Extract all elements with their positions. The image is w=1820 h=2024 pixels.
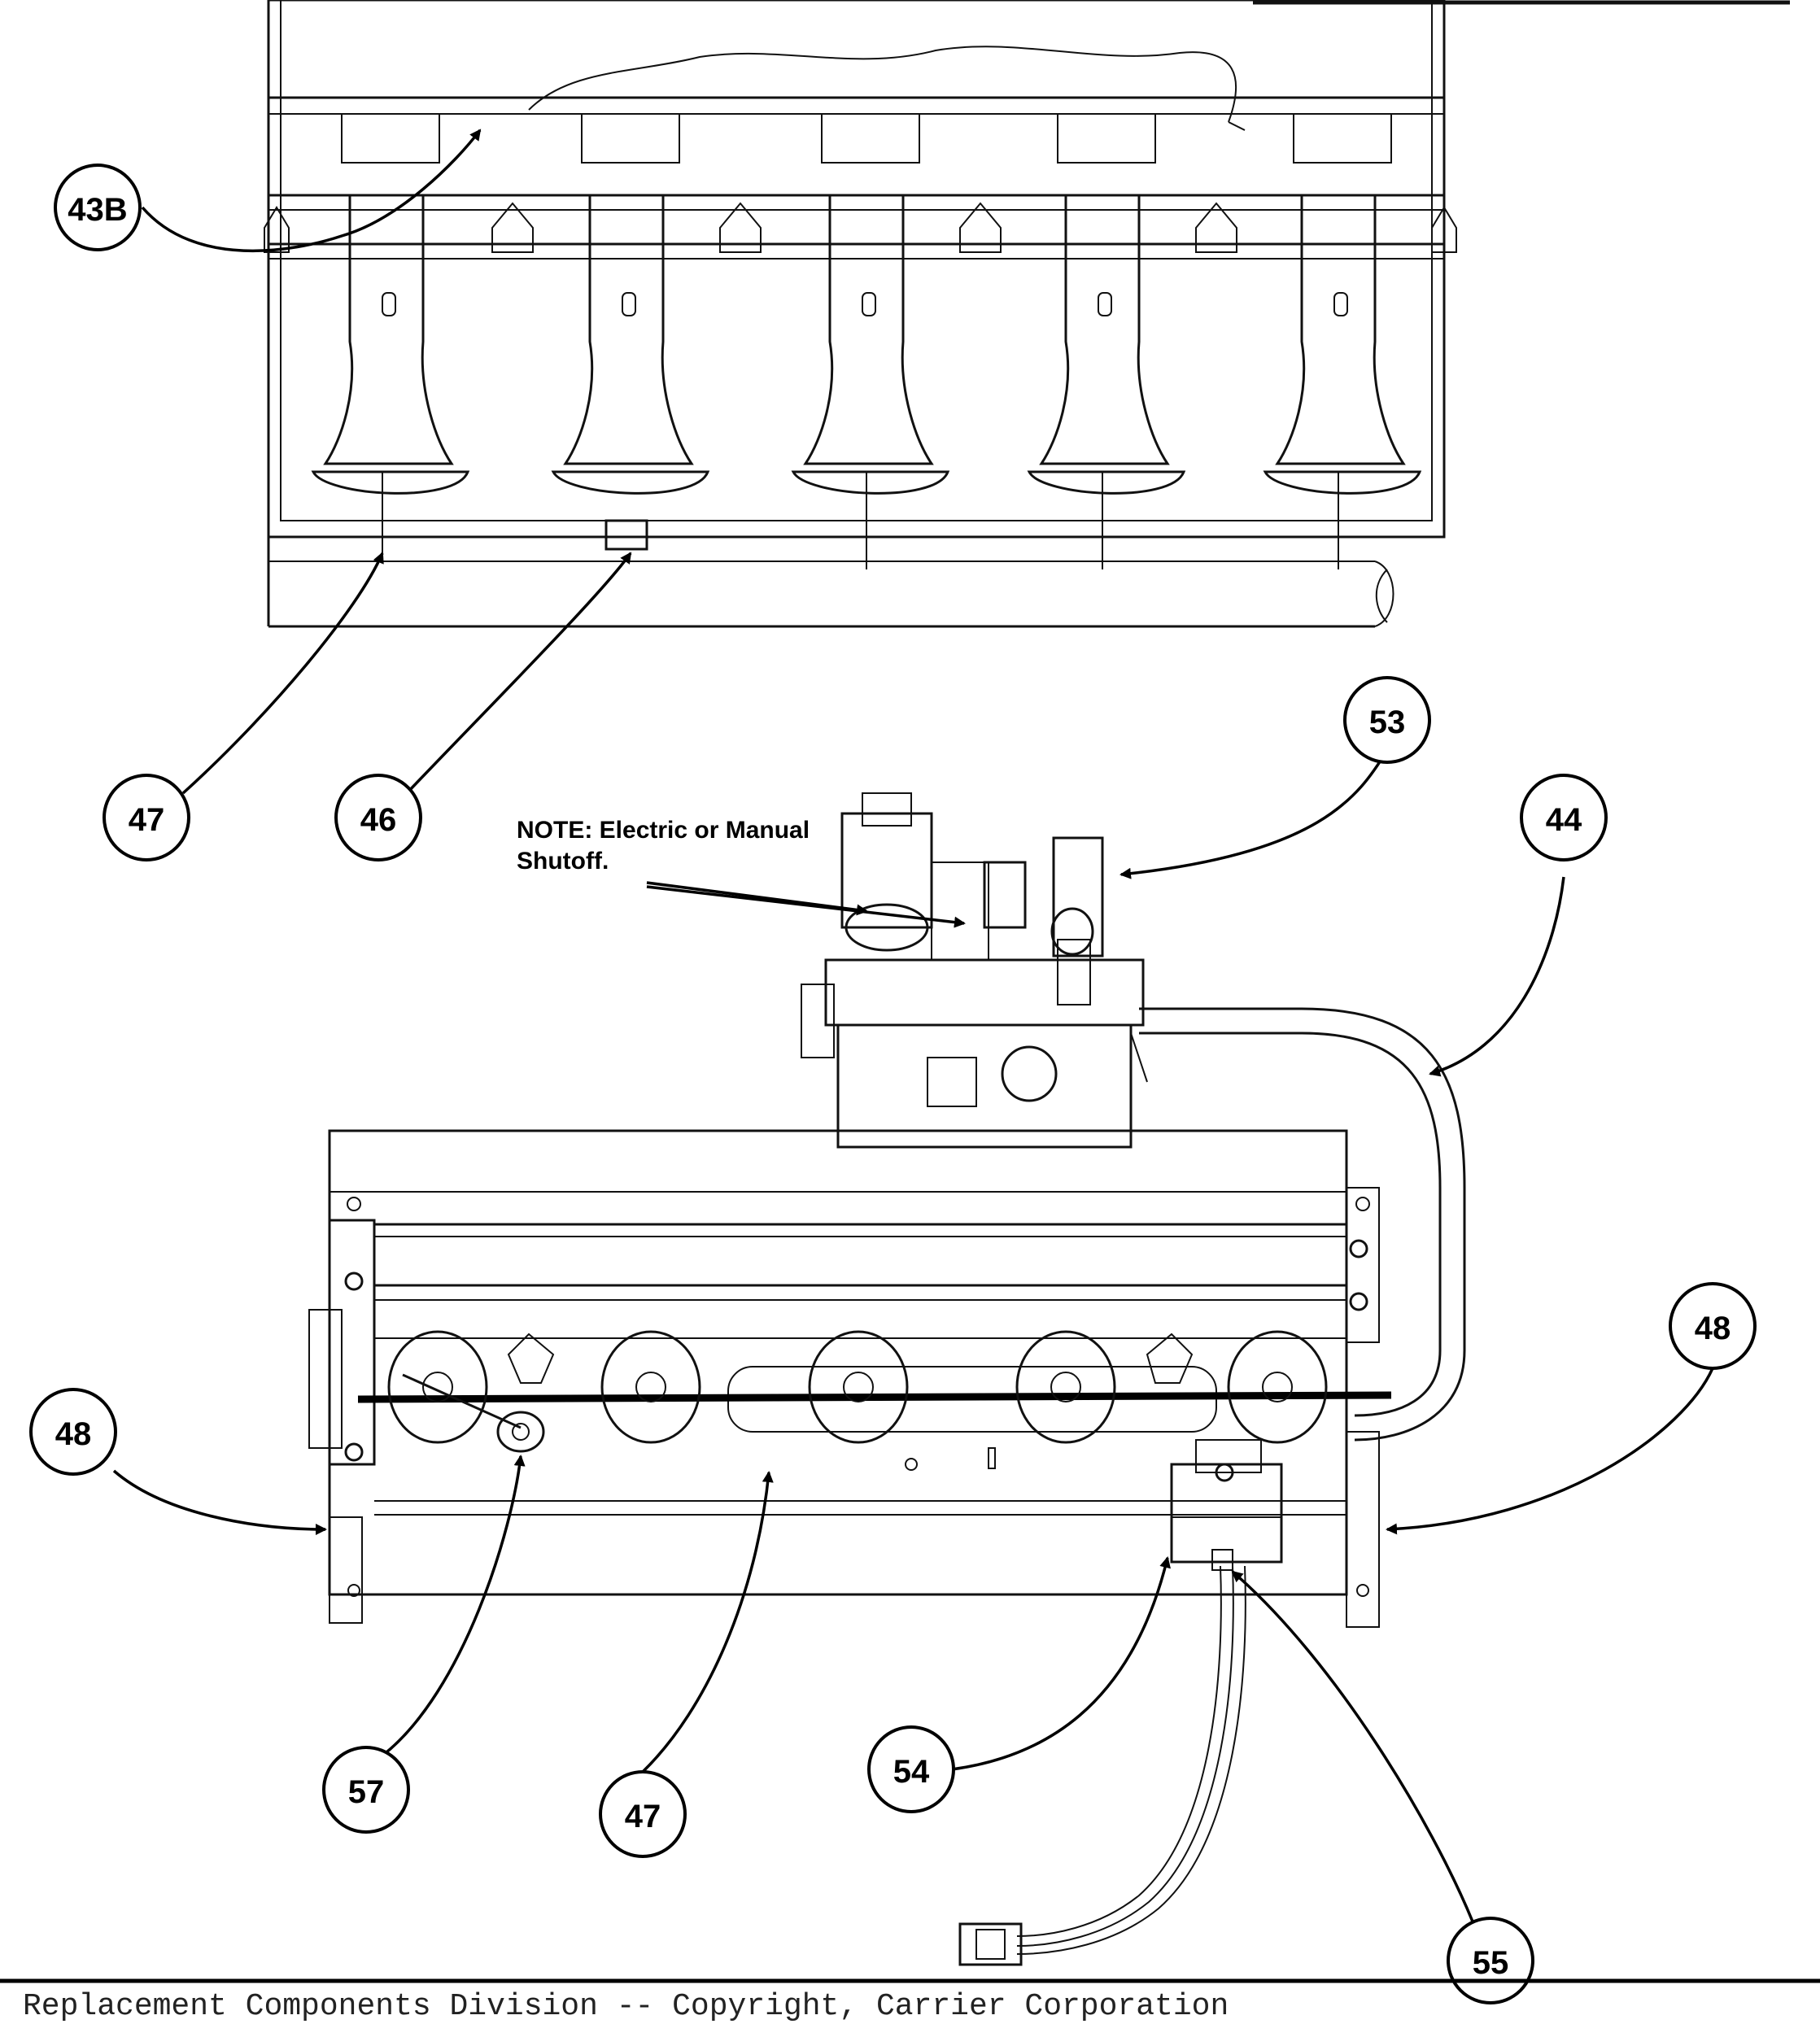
callout-44: 44 xyxy=(1520,774,1608,862)
shutoff-note: NOTE: Electric or Manual Shutoff. xyxy=(517,817,810,875)
gas-valve xyxy=(801,792,1148,1149)
note-line-2: Shutoff. xyxy=(517,848,609,875)
pilot-assembly xyxy=(402,1373,545,1453)
callout-57: 57 xyxy=(322,1746,410,1834)
callout-53-label: 53 xyxy=(1369,704,1406,740)
burner-2 xyxy=(551,113,710,551)
burner-5 xyxy=(1263,113,1422,569)
wiring-harness xyxy=(958,1565,1246,1966)
callout-43b: 43B xyxy=(54,164,142,251)
gas-pipe xyxy=(1139,1007,1466,1442)
burner-4 xyxy=(1027,113,1186,569)
callout-48-right: 48 xyxy=(1669,1282,1757,1370)
flame-sensor-bracket xyxy=(1170,1439,1283,1571)
leader-lines xyxy=(112,129,1714,1922)
callout-55-label: 55 xyxy=(1473,1945,1509,1981)
callout-47-top-label: 47 xyxy=(129,802,165,838)
burner-3 xyxy=(791,113,950,569)
callout-47-top: 47 xyxy=(103,774,190,862)
callout-44-label: 44 xyxy=(1546,802,1582,838)
callout-43b-label: 43B xyxy=(68,192,127,228)
callout-47-bottom: 47 xyxy=(599,1770,687,1858)
manifold-assembly xyxy=(308,1129,1392,1966)
note-line-1: NOTE: Electric or Manual xyxy=(517,817,810,844)
mounting-brackets-top xyxy=(264,202,1457,253)
callout-48-left-label: 48 xyxy=(55,1416,92,1452)
burner-1 xyxy=(311,113,470,553)
footer-copyright: Replacement Components Division -- Copyr… xyxy=(23,1990,1229,2024)
callout-54: 54 xyxy=(867,1725,955,1813)
mounting-holes xyxy=(344,1197,1370,1597)
orifices xyxy=(387,1330,1328,1444)
callout-57-label: 57 xyxy=(348,1774,385,1810)
callout-46-label: 46 xyxy=(360,802,397,838)
burner-assembly-top xyxy=(264,0,1790,628)
callout-46: 46 xyxy=(334,774,422,862)
callout-54-label: 54 xyxy=(893,1754,930,1790)
callout-48-right-label: 48 xyxy=(1695,1311,1731,1346)
callout-48-left: 48 xyxy=(29,1388,117,1476)
callout-47-bottom-label: 47 xyxy=(625,1799,661,1834)
callout-53: 53 xyxy=(1343,676,1431,764)
